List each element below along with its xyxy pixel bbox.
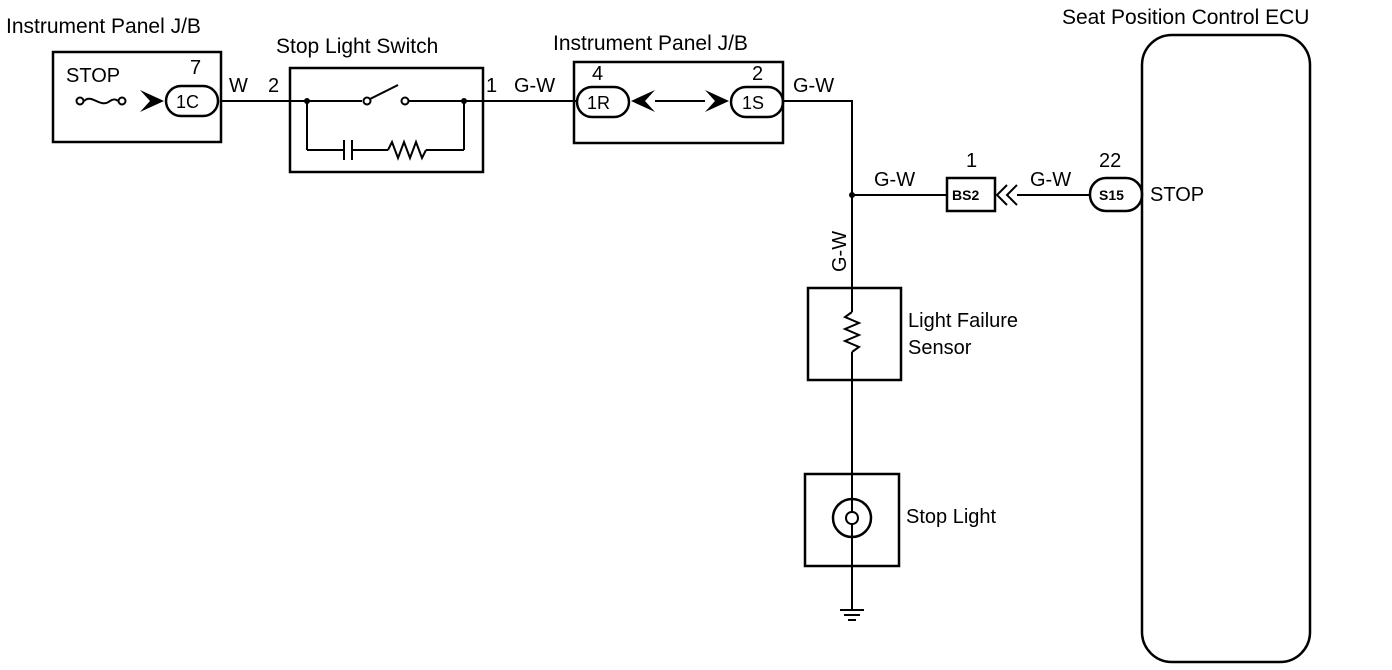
seat-position-control-ecu bbox=[1140, 33, 1312, 664]
wire-gw-4-label: G-W bbox=[1030, 169, 1071, 191]
jb-mid-title: Instrument Panel J/B bbox=[553, 32, 748, 55]
pin-4-label: 4 bbox=[592, 63, 603, 85]
light-failure-sensor-label-1: Light Failure bbox=[908, 310, 1018, 332]
wire-gw-vertical-label: G-W bbox=[829, 231, 851, 272]
ground-icon bbox=[840, 566, 864, 621]
light-failure-sensor-box bbox=[806, 286, 903, 382]
sls-pin-2-label: 2 bbox=[268, 75, 279, 97]
connector-arrow-icon bbox=[140, 90, 164, 112]
connector-arrow-icon bbox=[705, 90, 729, 112]
wire-gw-2 bbox=[783, 100, 853, 195]
sls-title: Stop Light Switch bbox=[276, 35, 438, 58]
wire-w-label: W bbox=[229, 75, 248, 97]
jb-left-title: Instrument Panel J/B bbox=[6, 15, 201, 38]
connector-1c-label: 1C bbox=[176, 92, 199, 112]
pin-7-label: 7 bbox=[190, 57, 201, 79]
ecu-title: Seat Position Control ECU bbox=[1062, 6, 1309, 29]
resistor-icon bbox=[842, 288, 862, 380]
connector-1s-label: 1S bbox=[742, 93, 764, 113]
capacitor-resistor-icon bbox=[306, 101, 465, 161]
connector-arrow-icon bbox=[631, 90, 655, 112]
light-failure-sensor-label-2: Sensor bbox=[908, 337, 972, 359]
connector-bs2 bbox=[945, 176, 997, 213]
stop-light-label: Stop Light bbox=[906, 506, 997, 528]
chevron-left-icon bbox=[995, 184, 1018, 206]
wire-gw-3-label: G-W bbox=[874, 169, 915, 191]
connector-s15-label: S15 bbox=[1099, 187, 1124, 203]
fuse-icon bbox=[75, 96, 127, 106]
s15-pin-label: 22 bbox=[1099, 150, 1121, 172]
stop-fuse-label: STOP bbox=[66, 65, 120, 87]
pin-2-label: 2 bbox=[752, 63, 763, 85]
bs2-pin-label: 1 bbox=[966, 150, 977, 172]
sls-pin-1-label: 1 bbox=[486, 75, 497, 97]
wire-gw-2-label: G-W bbox=[793, 75, 834, 97]
connector-1r bbox=[575, 85, 631, 119]
jb-left-box bbox=[51, 50, 223, 144]
stop-light-switch-box bbox=[288, 66, 485, 174]
connector-1c bbox=[164, 84, 220, 118]
connector-1r-label: 1R bbox=[587, 93, 610, 113]
connector-bs2-label: BS2 bbox=[952, 187, 979, 203]
wire-gw-1-label: G-W bbox=[514, 75, 555, 97]
ecu-stop-label: STOP bbox=[1150, 184, 1204, 206]
switch-icon bbox=[304, 84, 467, 106]
lamp-icon bbox=[831, 474, 873, 566]
